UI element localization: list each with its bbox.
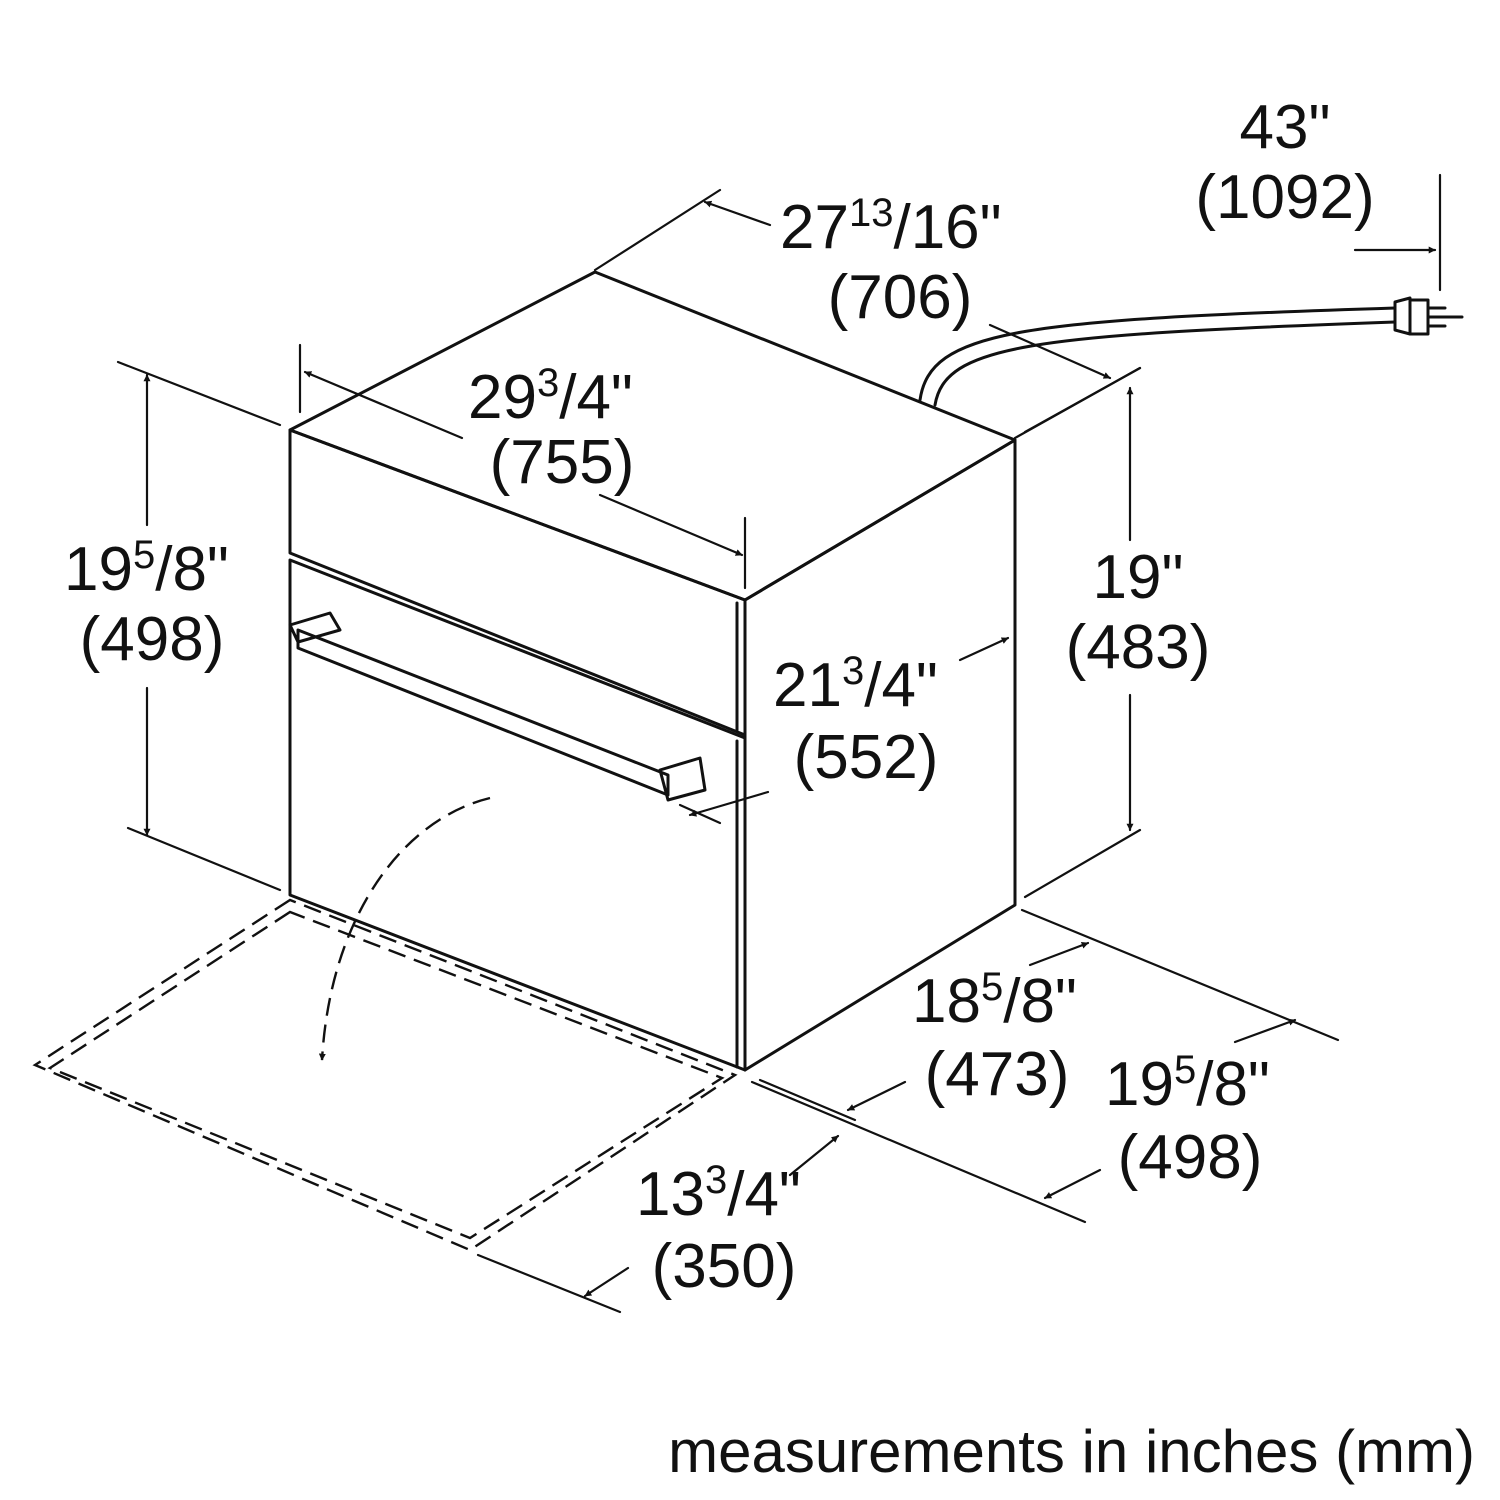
label-depth-with-handle: 213/4" (552) [773, 649, 938, 792]
measurements-caption: measurements in inches (mm) [668, 1418, 1475, 1485]
door-handle [288, 611, 707, 802]
dimension-lines [116, 173, 1442, 1314]
label-door-swing: 133/4" (350) [636, 1158, 801, 1301]
label-cord-length: 43" (1092) [1195, 93, 1374, 232]
control-panel [288, 428, 747, 737]
depth-body-mm: (473) [925, 1040, 1070, 1109]
cord-length-inch: 43" [1240, 93, 1331, 162]
label-depth-overall: 2713/16" (706) [780, 191, 1002, 332]
door-swing-inch: 133/4" [636, 1158, 801, 1229]
label-height-front: 195/8" (498) [64, 533, 229, 674]
door-swing-arrow [318, 796, 491, 1061]
label-depth-body: 185/8" (473) [912, 965, 1077, 1109]
depth-with-handle-mm: (552) [794, 723, 939, 792]
depth-body-inch: 185/8" [912, 965, 1077, 1036]
height-front-mm: (498) [80, 605, 225, 674]
depth-door-open-inch: 195/8" [1105, 1048, 1270, 1119]
depth-door-open-mm: (498) [1118, 1123, 1263, 1192]
oven-door [288, 558, 747, 1072]
depth-overall-inch: 2713/16" [780, 191, 1002, 262]
height-front-inch: 195/8" [64, 533, 229, 604]
depth-overall-mm: (706) [828, 263, 973, 332]
oven-body [288, 270, 1464, 1072]
width-inch: 293/4" [468, 361, 633, 432]
open-door-outline [32, 796, 738, 1252]
cord-length-mm: (1092) [1195, 163, 1374, 232]
height-side-mm: (483) [1066, 613, 1211, 682]
width-mm: (755) [490, 428, 635, 497]
height-side-inch: 19" [1093, 543, 1184, 612]
label-height-side: 19" (483) [1066, 543, 1211, 682]
depth-with-handle-inch: 213/4" [773, 649, 938, 720]
power-plug-icon [1393, 296, 1464, 336]
label-depth-door-open: 195/8" (498) [1105, 1048, 1270, 1192]
label-width: 293/4" (755) [468, 361, 634, 497]
door-swing-mm: (350) [652, 1232, 797, 1301]
power-cord [918, 306, 1397, 402]
